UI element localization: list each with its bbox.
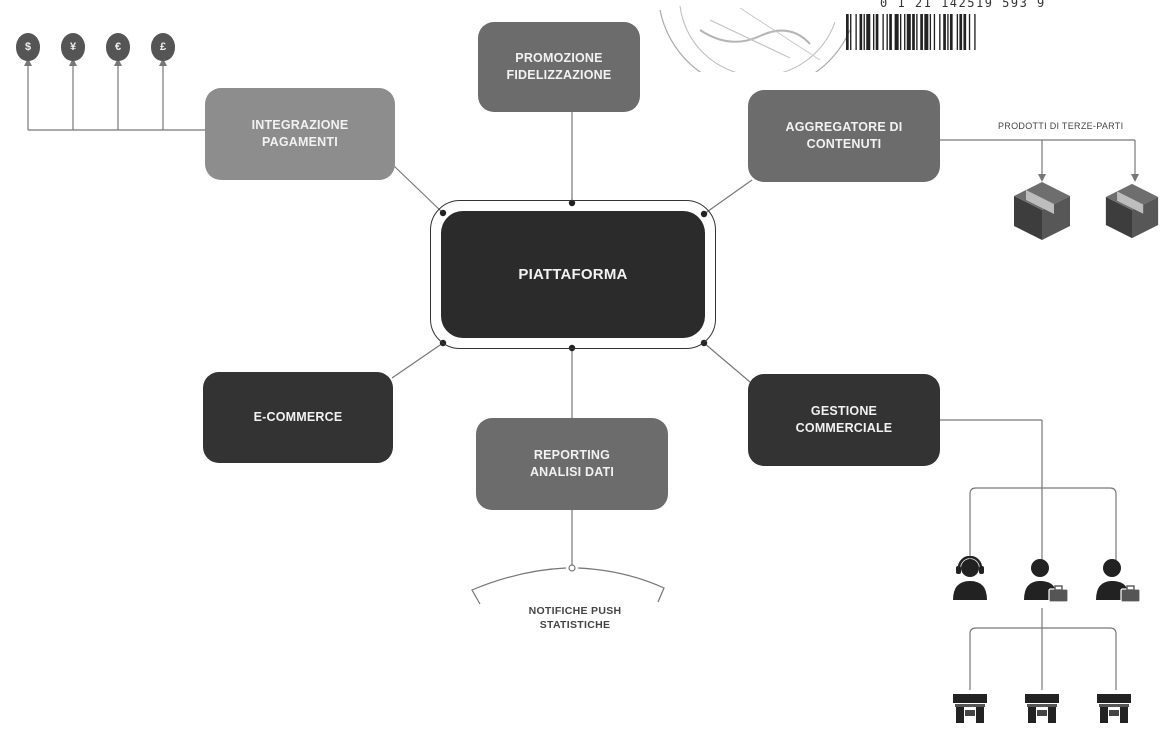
official-stamp (659, 5, 851, 72)
person-briefcase-icon (1024, 559, 1069, 603)
person-briefcase-icon (1096, 559, 1141, 603)
barcode-bar (859, 14, 863, 50)
headset-person-icon (953, 556, 987, 600)
node-label-line: E-COMMERCE (253, 410, 343, 424)
notifications-line: NOTIFICHE PUSH (528, 605, 622, 617)
currency-dollar-icon: $ (16, 33, 40, 61)
barcode-bar (920, 14, 923, 50)
barcode-bar (855, 14, 857, 50)
barcode-bar (875, 14, 879, 50)
barcode-bar (873, 14, 875, 50)
store-icon (1025, 694, 1059, 723)
barcode-bar (947, 14, 949, 50)
node-label-line: PROMOZIONE (515, 51, 603, 65)
node-aggregatore-contenuti: AGGREGATORE DI CONTENUTI (748, 90, 940, 182)
node-label-line: COMMERCIALE (795, 421, 893, 435)
barcode-bar (974, 14, 976, 50)
node-piattaforma: PIATTAFORMA (441, 211, 705, 338)
barcode-bar (924, 14, 929, 50)
barcode-bar (846, 14, 849, 50)
barcode-bar (916, 14, 918, 50)
barcode-bar (882, 14, 884, 50)
box-icon (1105, 183, 1159, 239)
node-label-line: AGGREGATORE DI (785, 120, 903, 134)
node-reporting-analisi-dati: REPORTING ANALISI DATI (476, 418, 668, 510)
barcode-bar (886, 14, 888, 50)
barcode-bar (959, 14, 963, 50)
currency-euro-icon: € (106, 33, 130, 61)
center-node-frame (430, 200, 716, 349)
barcode-bar (912, 14, 915, 50)
center-label: PIATTAFORMA (518, 266, 628, 283)
node-label-line: PAGAMENTI (262, 135, 338, 149)
barcode-bar (949, 14, 953, 50)
barcode-bar (863, 14, 865, 50)
currency-yen-icon: ¥ (61, 33, 85, 61)
barcode-bar (906, 14, 911, 50)
barcode-bar (894, 14, 899, 50)
node-label-line: INTEGRAZIONE (251, 118, 349, 132)
node-e-commerce: E-COMMERCE (203, 372, 393, 463)
barcode-bar (933, 14, 936, 50)
barcode-bar (929, 14, 932, 50)
barcode-bar (963, 14, 967, 50)
node-promozione-fidelizzazione: PROMOZIONE FIDELIZZAZIONE (478, 22, 640, 112)
notifications-line: STATISTICHE (539, 619, 611, 631)
node-label-line: FIDELIZZAZIONE (506, 68, 612, 82)
barcode-bar (943, 14, 946, 50)
barcode-bar (904, 14, 906, 50)
barcode-bar (889, 14, 892, 50)
node-label-line: ANALISI DATI (529, 465, 615, 479)
third-party-products-label: PRODOTTI DI TERZE-PARTI (998, 121, 1124, 131)
box-icon (1014, 182, 1070, 240)
node-integrazione-pagamenti: INTEGRAZIONE PAGAMENTI (205, 88, 395, 180)
barcode-number: 0 1 21 142519 593 9 (880, 0, 1046, 10)
barcode-bar (968, 14, 971, 50)
node-label-line: GESTIONE (810, 404, 878, 418)
node-label-line: CONTENUTI (806, 137, 882, 151)
store-icon (1097, 694, 1131, 723)
barcode-bar (939, 14, 941, 50)
currency-pound-icon: £ (151, 33, 175, 61)
barcode-bar (866, 14, 871, 50)
node-label-line: REPORTING (533, 448, 611, 462)
node-gestione-commerciale: GESTIONE COMMERCIALE (748, 374, 940, 466)
barcode-bar (900, 14, 902, 50)
store-icon (953, 694, 987, 723)
barcode-bar (850, 14, 852, 50)
notifications-label: NOTIFICHE PUSH STATISTICHE (500, 604, 650, 632)
barcode (846, 14, 976, 50)
barcode-bar (956, 14, 959, 50)
